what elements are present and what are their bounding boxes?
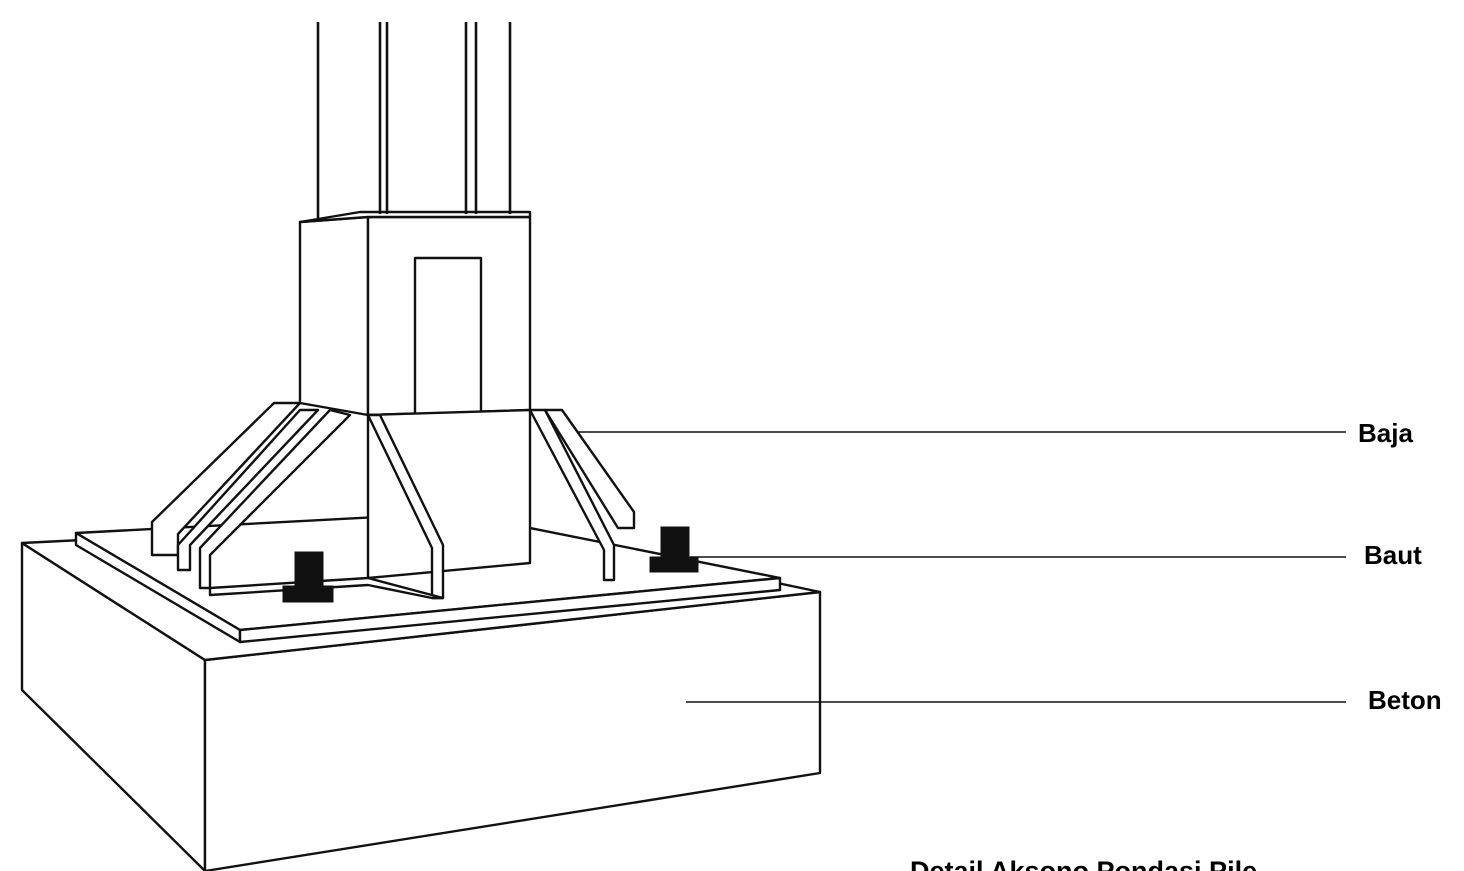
- label-concrete: Beton: [1368, 685, 1442, 715]
- steel-stiffeners: [150, 401, 636, 600]
- bolt-left-nut: [282, 585, 334, 603]
- bolt-left-shank: [294, 551, 324, 587]
- figure-caption: Detail Aksono Pondasi Pile: [910, 856, 1257, 871]
- stiffener-right-outer: [543, 408, 636, 530]
- base-plate-front-edge: [238, 576, 782, 644]
- label-bolt: Baut: [1364, 540, 1422, 570]
- stiffener-base-edge: [208, 576, 445, 600]
- column-top-edge: [298, 210, 532, 224]
- label-steel: Baja: [1358, 418, 1413, 448]
- steel-column: [298, 22, 532, 417]
- stiffener-left-mid: [176, 408, 320, 572]
- anchor-bolts: [282, 526, 699, 603]
- bolt-right-shank: [660, 526, 690, 558]
- column-opening: [413, 256, 483, 417]
- column-left-face: [298, 215, 370, 417]
- stiffener-back-panel: [366, 408, 532, 580]
- bolt-right-nut: [649, 556, 699, 573]
